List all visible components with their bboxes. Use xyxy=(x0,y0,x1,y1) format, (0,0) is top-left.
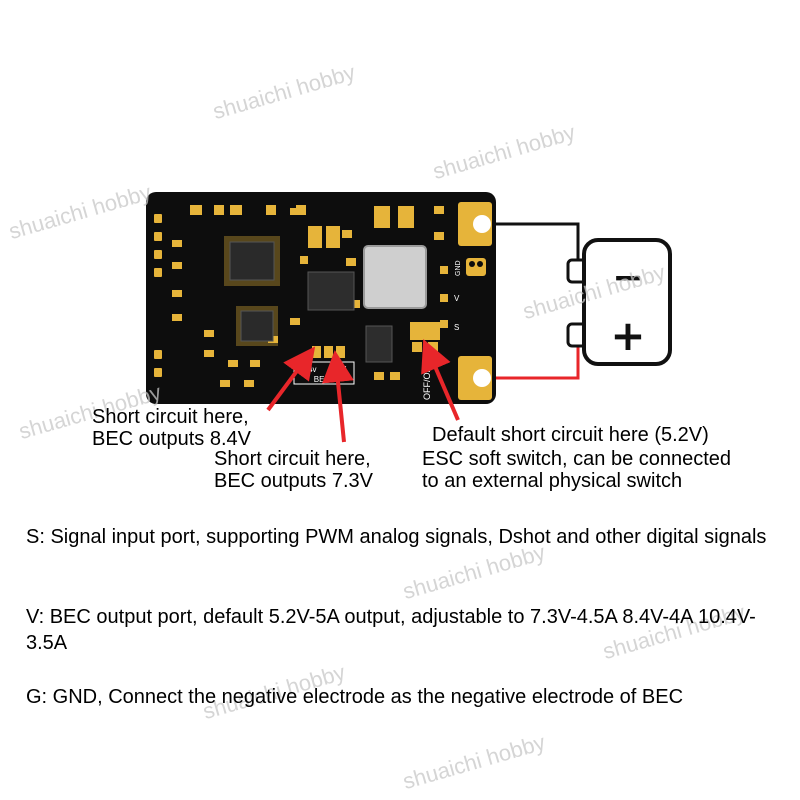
driver-chip xyxy=(236,306,278,346)
regulator-chip xyxy=(365,325,393,363)
callout-arrows xyxy=(266,338,460,443)
power-pad-positive xyxy=(458,356,492,400)
capacitors xyxy=(308,206,414,248)
power-pad-negative xyxy=(458,202,492,246)
positive-wire xyxy=(492,334,580,380)
arrow-switch xyxy=(421,338,460,421)
bec-jumper-pads xyxy=(312,346,345,358)
pin-s-label: S xyxy=(454,323,459,332)
arrow-8v4 xyxy=(266,346,316,412)
negative-wire xyxy=(492,222,580,270)
inductor xyxy=(363,245,427,309)
callout-8v4-line2: BEC outputs 8.4V xyxy=(92,428,251,450)
battery-wires xyxy=(492,222,580,380)
battery-minus-symbol: − xyxy=(612,255,644,299)
bec-silk-label: BEC xyxy=(314,375,331,384)
callout-7v3-line2: BEC outputs 7.3V xyxy=(214,470,373,492)
left-edge-pads xyxy=(154,205,360,377)
pin-gnd-label: GND xyxy=(455,260,462,276)
description-bec-port: V: BEC output port, default 5.2V-5A outp… xyxy=(26,606,756,654)
esc-board: 8.4v 7.3V BEC OFF/ON GND V S xyxy=(146,192,496,404)
mosfet-chip xyxy=(307,271,355,311)
misc-pads xyxy=(220,206,444,387)
arrow-7v3 xyxy=(322,350,354,443)
battery-connector: − + xyxy=(566,238,672,366)
mcu-chip-top xyxy=(224,236,280,286)
battery-body xyxy=(582,238,672,366)
callout-switch-line1: Default short circuit here (5.2V) xyxy=(432,424,709,446)
callout-switch-line3: to an external physical switch xyxy=(422,470,683,492)
signal-pads xyxy=(440,258,486,328)
callout-8v4-line1: Short circuit here, xyxy=(92,406,249,428)
description-gnd-port: G: GND, Connect the negative electrode a… xyxy=(26,686,684,708)
callout-7v3-line1: Short circuit here, xyxy=(214,448,371,470)
battery-plus-symbol: + xyxy=(610,311,645,360)
pin-v-label: V xyxy=(454,294,460,303)
callout-switch-line2: ESC soft switch, can be connected xyxy=(422,448,732,470)
switch-silk-label: OFF/ON xyxy=(422,366,432,400)
description-signal-port: S: Signal input port, supporting PWM ana… xyxy=(26,526,767,548)
bec-volt-a-label: 8.4v xyxy=(301,365,316,374)
